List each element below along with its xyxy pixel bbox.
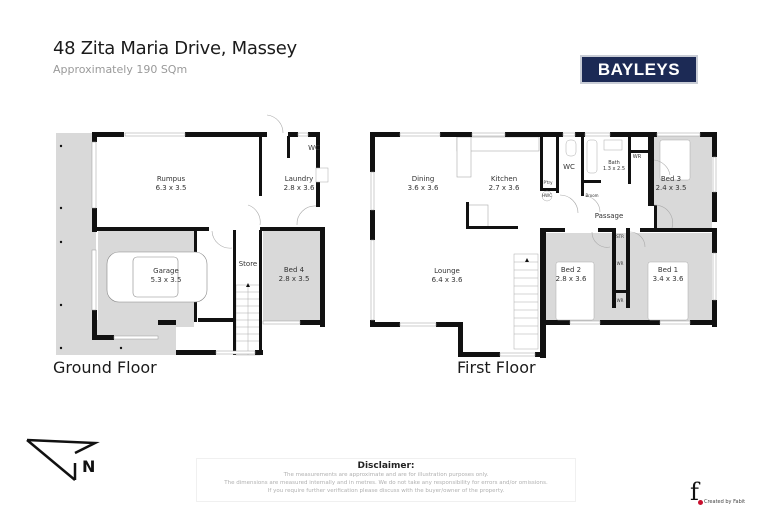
first-floor-label: First Floor [457, 358, 536, 377]
north-arrow: N [20, 435, 100, 489]
logo-text: BAYLEYS [597, 59, 681, 79]
svg-text:Lounge: Lounge [434, 267, 460, 275]
svg-text:6.4 x 3.6: 6.4 x 3.6 [432, 276, 463, 284]
svg-text:HWC: HWC [542, 193, 552, 198]
svg-text:Dining: Dining [412, 175, 435, 183]
svg-text:2.4 x 3.5: 2.4 x 3.5 [656, 184, 687, 192]
svg-text:WC: WC [308, 144, 320, 152]
svg-text:STR: STR [616, 234, 624, 239]
compass-icon [26, 438, 100, 481]
svg-text:WR: WR [617, 261, 624, 266]
svg-text:2.8 x 3.6: 2.8 x 3.6 [556, 275, 587, 283]
svg-text:Bed 4: Bed 4 [284, 266, 305, 274]
svg-text:WC: WC [563, 163, 575, 171]
fabit-credit-text: Created by Fabit [704, 499, 746, 505]
svg-text:WR: WR [617, 298, 624, 303]
disclaimer-line: The measurements are approximate and are… [283, 472, 489, 478]
svg-text:Bath: Bath [608, 160, 620, 166]
svg-text:3.4 x 3.6: 3.4 x 3.6 [653, 275, 684, 283]
svg-text:Passage: Passage [595, 212, 624, 220]
svg-text:P'try: P'try [543, 180, 553, 185]
svg-text:Garage: Garage [153, 267, 179, 275]
disclaimer-title: Disclaimer: [357, 461, 415, 471]
property-area: Approximately 190 SQm [53, 63, 188, 76]
svg-text:Laundry: Laundry [285, 175, 314, 183]
svg-text:Store: Store [239, 260, 258, 268]
svg-text:6.3 x 3.5: 6.3 x 3.5 [156, 184, 187, 192]
svg-text:Bed 1: Bed 1 [658, 266, 678, 274]
svg-text:3.6 x 3.6: 3.6 x 3.6 [408, 184, 439, 192]
disclaimer-line: If you require further verification plea… [267, 488, 505, 494]
ground-floor-plan: Rumpus 6.3 x 3.5 Laundry 2.8 x 3.6 WC Ga… [56, 114, 329, 356]
disclaimer-line: The dimensions are measured internally a… [224, 480, 548, 486]
fabit-logo: f [690, 478, 699, 506]
room-label-rumpus: Rumpus [157, 175, 186, 183]
bayleys-logo: BAYLEYS [580, 55, 698, 84]
svg-text:5.3 x 3.5: 5.3 x 3.5 [151, 276, 182, 284]
svg-text:2.8 x 3.6: 2.8 x 3.6 [284, 184, 315, 192]
svg-text:Broom: Broom [585, 193, 598, 198]
disclaimer-box: Disclaimer: The measurements are approxi… [196, 458, 576, 502]
svg-text:2.7 x 3.6: 2.7 x 3.6 [489, 184, 520, 192]
first-floor-plan: Dining 3.6 x 3.6 Kitchen 2.7 x 3.6 Loung… [370, 132, 717, 358]
ground-floor-label: Ground Floor [53, 358, 157, 377]
svg-text:1.3 x 2.5: 1.3 x 2.5 [603, 166, 625, 172]
svg-text:2.8 x 3.5: 2.8 x 3.5 [279, 275, 310, 283]
fabit-dot-icon [698, 500, 703, 505]
svg-text:WR: WR [633, 154, 642, 160]
svg-text:Kitchen: Kitchen [491, 175, 517, 183]
svg-text:Bed 2: Bed 2 [561, 266, 581, 274]
svg-text:Bed 3: Bed 3 [661, 175, 681, 183]
north-label: N [82, 457, 96, 476]
property-address: 48 Zita Maria Drive, Massey [53, 38, 297, 59]
